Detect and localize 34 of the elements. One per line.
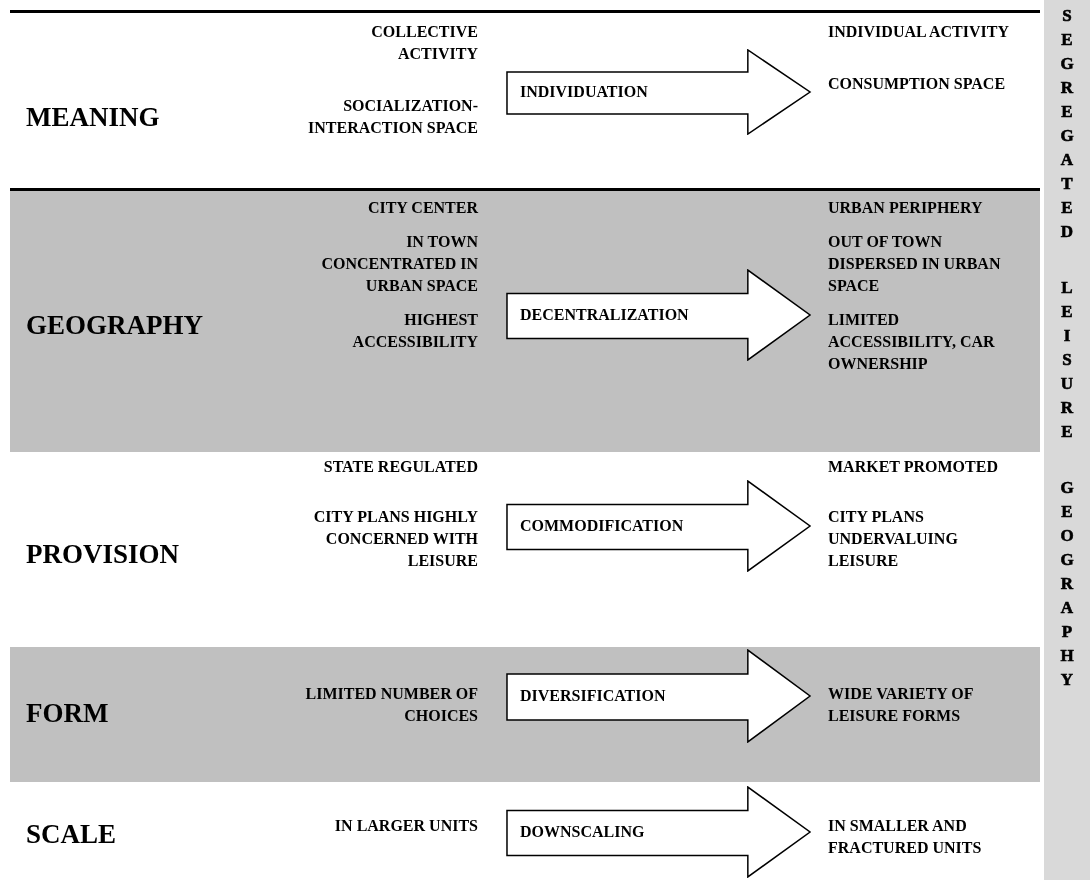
side-title-band	[1044, 0, 1090, 880]
before-state-text: IN LARGER UNITS	[334, 816, 478, 836]
after-state-text: WIDE VARIETY OF LEISURE FORMS	[828, 684, 974, 726]
process-label: DOWNSCALING	[520, 822, 645, 842]
row-heading: PROVISION	[26, 538, 180, 570]
before-state-text: SOCIALIZATION-INTERACTION SPACE	[307, 96, 478, 138]
after-state-text: MARKET PROMOTED	[828, 457, 998, 477]
shaded-row-band	[10, 188, 1040, 452]
after-state-text: URBAN PERIPHERY	[828, 198, 983, 218]
after-state-text: CITY PLANS UNDERVALUING LEISURE	[828, 507, 959, 571]
process-label: DECENTRALIZATION	[520, 305, 689, 325]
shaded-row-band	[10, 647, 1040, 782]
before-state-text: CITY CENTER	[367, 198, 478, 218]
row-heading: MEANING	[26, 101, 160, 133]
process-label: DIVERSIFICATION	[520, 686, 666, 706]
after-state-text: LIMITED ACCESSIBILITY, CAR OWNERSHIP	[828, 310, 996, 374]
vertical-title: LEISURE	[1060, 277, 1074, 443]
before-state-text: CITY PLANS HIGHLY CONCERNED WITH LEISURE	[312, 507, 478, 571]
after-state-text: INDIVIDUAL ACTIVITY	[828, 22, 1009, 42]
after-state-text: OUT OF TOWN DISPERSED IN URBAN SPACE	[828, 232, 1002, 296]
vertical-title: GEOGRAPHY	[1060, 477, 1074, 691]
row-heading: SCALE	[26, 818, 117, 850]
vertical-title: SEGREGATED	[1060, 5, 1074, 243]
before-state-text: IN TOWN CONCENTRATED IN URBAN SPACE	[320, 232, 478, 296]
row-heading: GEOGRAPHY	[26, 309, 203, 341]
after-state-text: IN SMALLER AND FRACTURED UNITS	[828, 816, 983, 858]
before-state-text: STATE REGULATED	[323, 457, 478, 477]
after-state-text: CONSUMPTION SPACE	[828, 74, 1006, 94]
before-state-text: COLLECTIVE ACTIVITY	[370, 22, 478, 64]
process-label: INDIVIDUATION	[520, 82, 648, 102]
process-label: COMMODIFICATION	[520, 516, 684, 536]
before-state-text: HIGHEST ACCESSIBILITY	[351, 310, 478, 352]
before-state-text: LIMITED NUMBER OF CHOICES	[304, 684, 478, 726]
row-heading: FORM	[26, 697, 109, 729]
